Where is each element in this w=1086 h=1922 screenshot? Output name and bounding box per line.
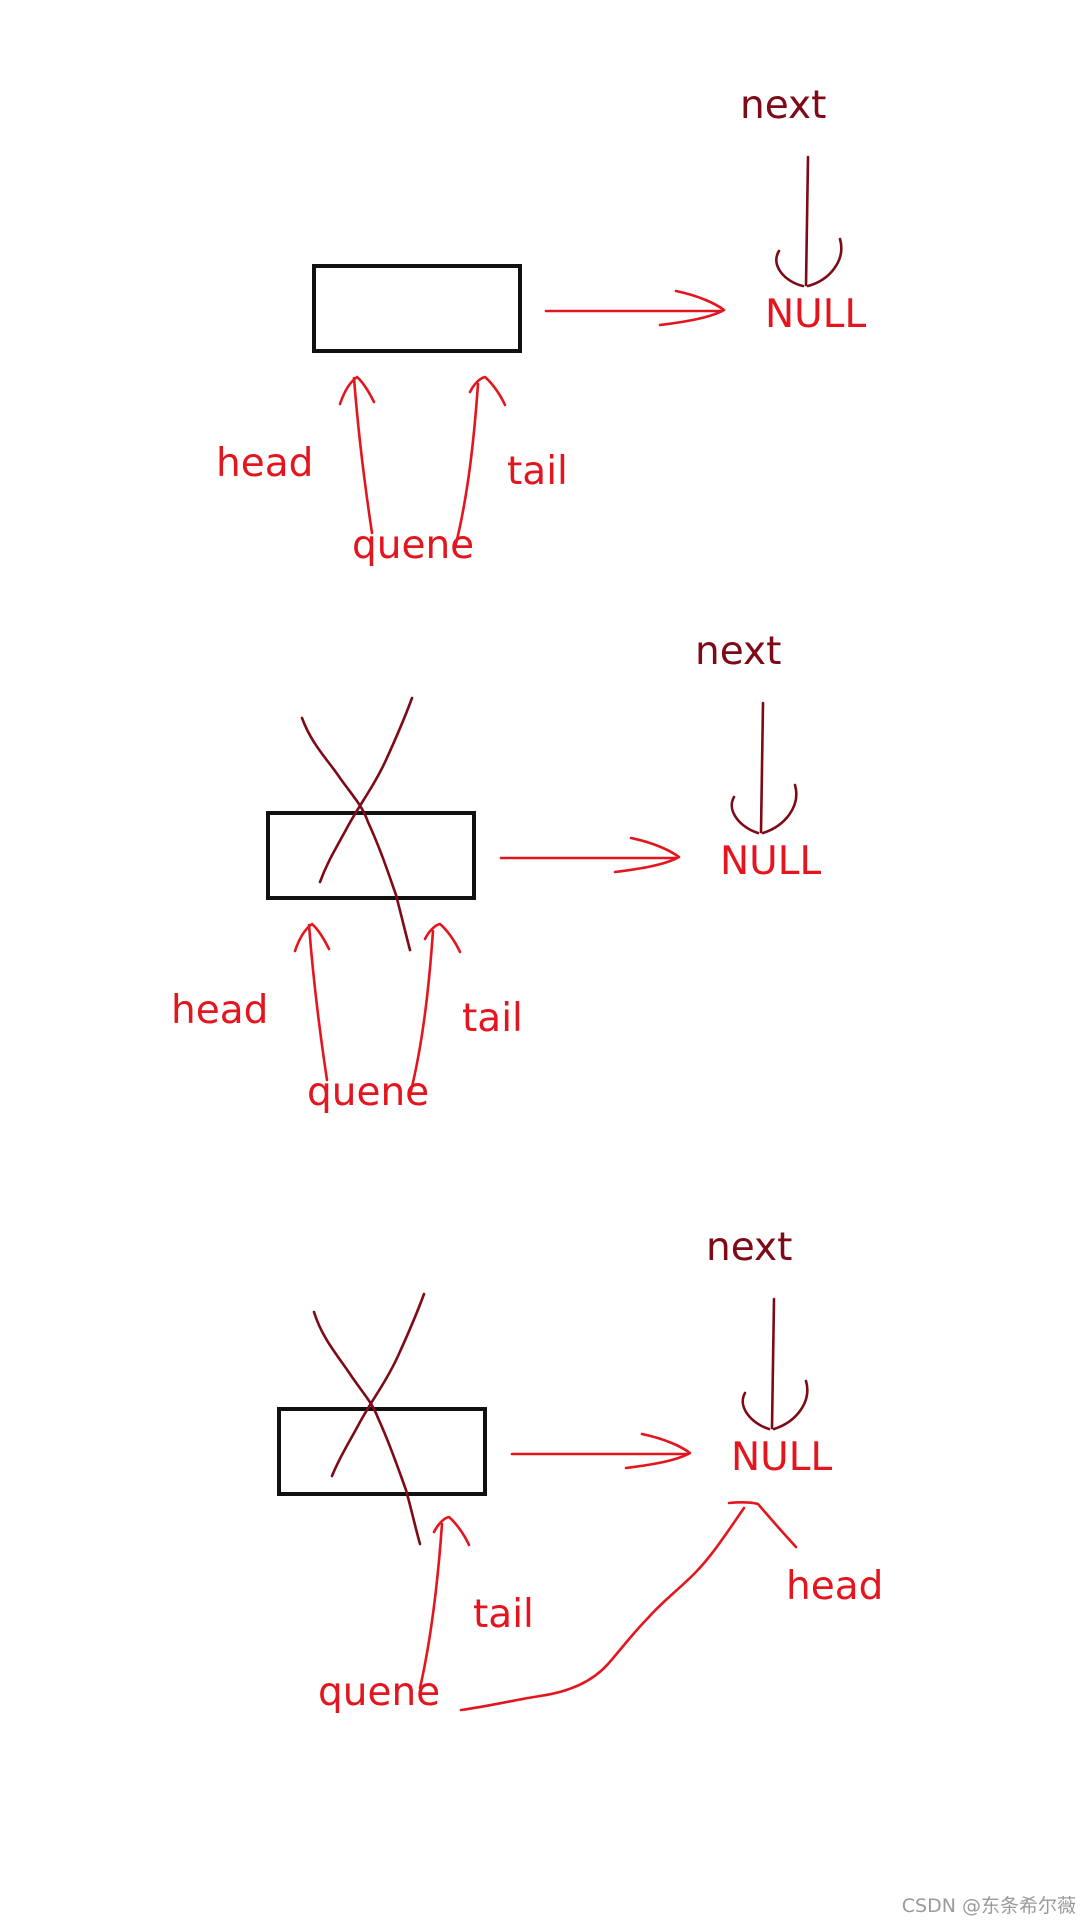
tail-label: tail: [462, 996, 523, 1041]
panel-3: next NULL tail quene head: [277, 1225, 883, 1715]
head-label: head: [216, 441, 313, 486]
next-label: next: [740, 83, 826, 128]
head-label: head: [786, 1564, 883, 1609]
tail-label: tail: [507, 449, 568, 494]
queue-node: [277, 1407, 487, 1496]
tail-pointer-arrow: [418, 1515, 471, 1690]
null-label: NULL: [765, 292, 866, 337]
next-label: next: [706, 1225, 792, 1270]
null-label: NULL: [731, 1435, 832, 1480]
node-next-arrow: [510, 1432, 692, 1470]
node-next-arrow: [544, 289, 726, 327]
head-pointer-arrow: [459, 1501, 798, 1712]
null-label: NULL: [720, 839, 821, 884]
next-label: next: [695, 629, 781, 674]
head-pointer-arrow: [338, 375, 376, 535]
panel-1: next NULL head tail quene: [216, 83, 866, 568]
queue-label: quene: [318, 1670, 440, 1715]
panel-2: next NULL head tail quene: [171, 629, 821, 1115]
node-freed-cross: [300, 696, 414, 952]
watermark: CSDN @东条希尔薇: [902, 1895, 1076, 1917]
head-label: head: [171, 988, 268, 1033]
queue-node: [266, 811, 476, 900]
node-next-arrow: [499, 836, 681, 874]
next-arrow: [775, 155, 843, 288]
head-pointer-arrow: [293, 922, 331, 1082]
tail-pointer-arrow: [453, 375, 507, 550]
next-arrow: [741, 1297, 809, 1431]
queue-node: [312, 264, 522, 353]
next-arrow: [730, 701, 798, 835]
tail-label: tail: [473, 1592, 534, 1637]
node-freed-cross: [312, 1292, 426, 1546]
tail-pointer-arrow: [408, 922, 462, 1097]
